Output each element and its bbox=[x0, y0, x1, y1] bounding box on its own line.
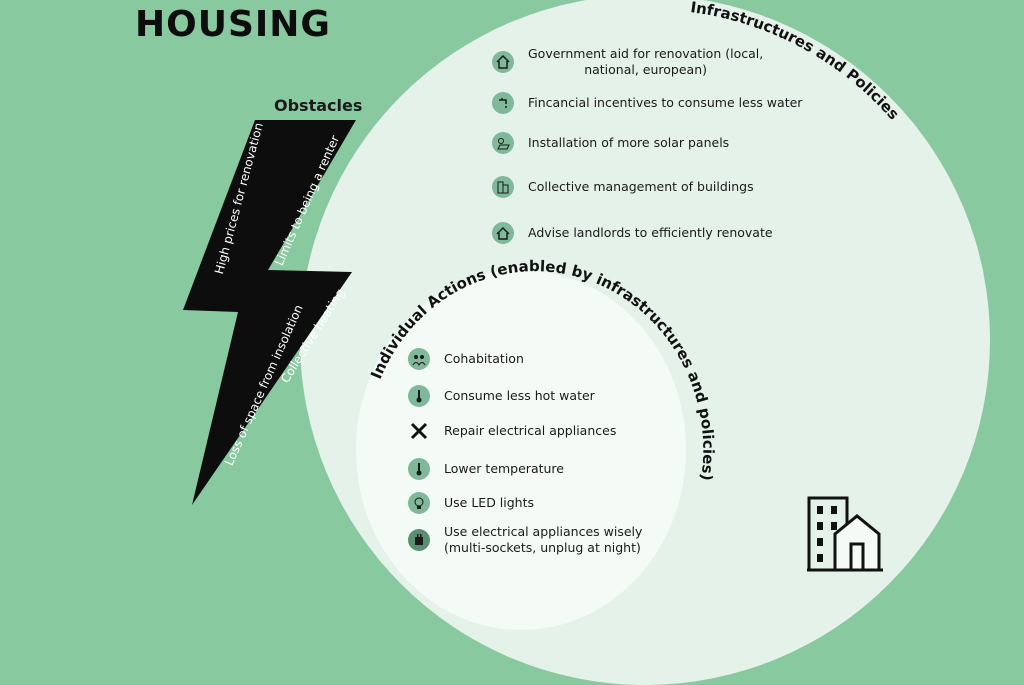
obstacles-label: Obstacles bbox=[274, 96, 363, 115]
lightning-bolt-icon bbox=[183, 120, 356, 505]
individual-item: Cohabitation bbox=[408, 348, 524, 370]
arc-labels: Infrastructures and Policies Individual … bbox=[367, 0, 903, 482]
item-line: Installation of more solar panels bbox=[528, 135, 730, 150]
item-line: Use LED lights bbox=[444, 495, 535, 510]
item-line: Use electrical appliances wisely bbox=[444, 524, 643, 539]
infrastructure-item: Installation of more solar panels bbox=[492, 132, 729, 154]
individual-actions-circle bbox=[356, 270, 686, 630]
page-title: HOUSING bbox=[135, 4, 331, 45]
individual-item: Consume less hot water bbox=[408, 385, 595, 407]
individual-item: Lower temperature bbox=[408, 458, 564, 480]
buildings-icon bbox=[492, 176, 514, 198]
item-line: Fincancial incentives to consume less wa… bbox=[528, 95, 803, 110]
item-line: Consume less hot water bbox=[444, 388, 595, 403]
item-line: Advise landlords to efficiently renovate bbox=[528, 225, 773, 240]
individual-item: Use LED lights bbox=[408, 492, 534, 514]
item-line: Cohabitation bbox=[444, 351, 524, 366]
individual-item: Repair electrical appliances bbox=[408, 420, 616, 442]
item-line: Repair electrical appliances bbox=[444, 423, 617, 438]
plug-icon bbox=[408, 529, 430, 551]
house-advice-icon bbox=[492, 222, 514, 244]
solar-panel-icon bbox=[492, 132, 514, 154]
item-line: Lower temperature bbox=[444, 461, 564, 476]
faucet-icon bbox=[492, 92, 514, 114]
individual-item: Use electrical appliances wisely (multi-… bbox=[408, 524, 642, 556]
thermometer-icon bbox=[408, 458, 430, 480]
building-icon bbox=[807, 496, 883, 572]
infrastructure-item: Government aid for renovation (local, na… bbox=[492, 46, 763, 78]
infrastructure-item: Collective management of buildings bbox=[492, 176, 754, 198]
item-line: Collective management of buildings bbox=[528, 179, 754, 194]
item-line: (multi-sockets, unplug at night) bbox=[444, 540, 641, 555]
led-bulb-icon bbox=[408, 492, 430, 514]
house-renovation-icon bbox=[492, 51, 514, 73]
infrastructure-item: Fincancial incentives to consume less wa… bbox=[492, 92, 802, 114]
cohabitation-icon bbox=[408, 348, 430, 370]
thermometer-water-icon bbox=[408, 385, 430, 407]
item-line: Government aid for renovation (local, bbox=[528, 46, 764, 61]
infrastructure-item: Advise landlords to efficiently renovate bbox=[492, 222, 773, 244]
tools-icon bbox=[408, 420, 430, 442]
item-line: national, european) bbox=[584, 62, 708, 77]
